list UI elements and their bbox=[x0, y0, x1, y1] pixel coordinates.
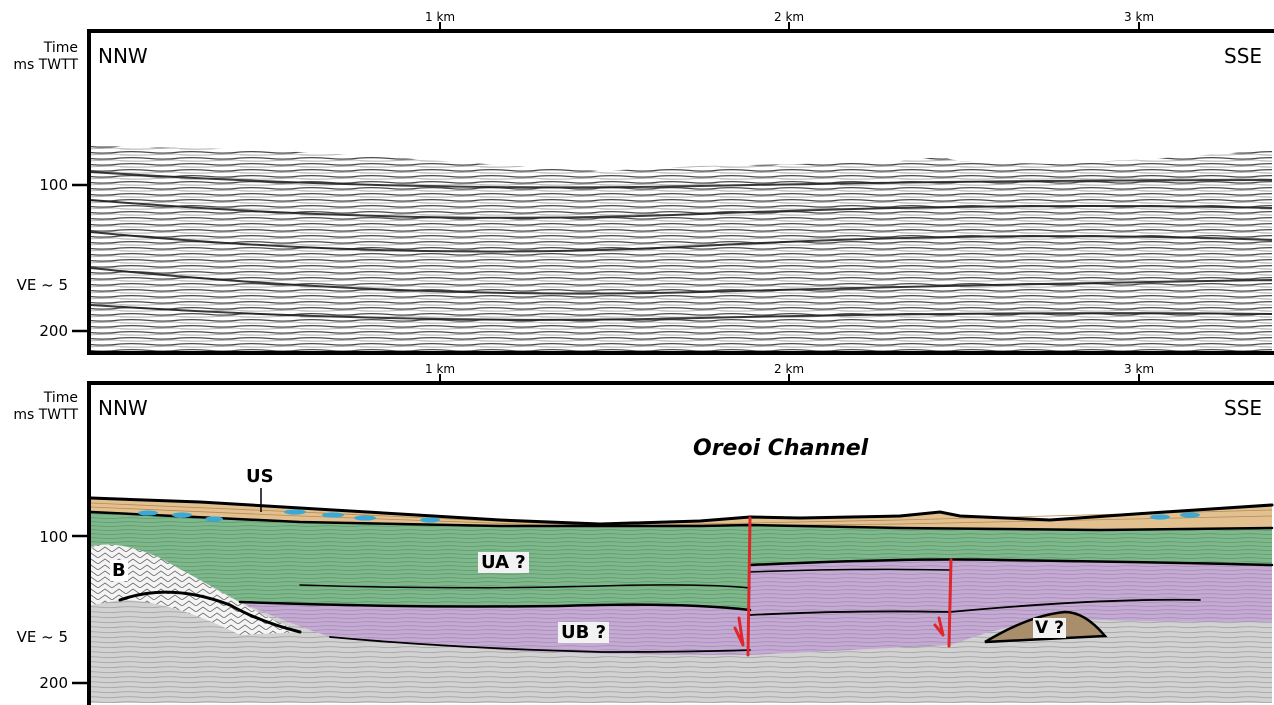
interpreted-profile-panel: Time ms TWTT 100 VE ~ 5 200 1 km 2 km 3 … bbox=[0, 360, 1274, 705]
ua-base-horizon-west bbox=[238, 600, 752, 612]
ua-internal-horizon bbox=[299, 584, 751, 589]
unit-label-ua: UA ? bbox=[478, 552, 529, 573]
seismic-section-a bbox=[72, 22, 1274, 355]
seismic-section-b bbox=[72, 374, 1274, 705]
gas-symbols bbox=[138, 509, 1200, 523]
uninterpreted-profile-panel: Time ms TWTT 100 VE ~ 5 200 1 km 2 km 3 … bbox=[0, 10, 1274, 355]
tick-label-200: 200 bbox=[39, 322, 68, 340]
basement-high-b bbox=[91, 538, 300, 635]
direction-label-sse: SSE bbox=[1224, 44, 1263, 68]
channel-name: Oreoi Channel bbox=[693, 436, 869, 461]
tick-label-100: 100 bbox=[39, 528, 68, 546]
direction-label-sse: SSE bbox=[1224, 396, 1263, 420]
time-axis-title-line2: ms TWTT bbox=[13, 407, 78, 423]
direction-label-nnw: NNW bbox=[98, 44, 148, 68]
distance-label-3km: 3 km bbox=[1124, 362, 1155, 376]
vertical-exaggeration-label: VE ~ 5 bbox=[16, 628, 68, 646]
tick-label-100: 100 bbox=[39, 176, 68, 194]
unit-label-b: B bbox=[110, 560, 128, 581]
unit-label-us: US bbox=[246, 466, 274, 487]
unit-ub bbox=[240, 559, 1272, 655]
vertical-exaggeration-label: VE ~ 5 bbox=[16, 276, 68, 294]
ua-base-horizon-east bbox=[748, 558, 1274, 567]
distance-label-2km: 2 km bbox=[774, 10, 805, 24]
us-base-horizon bbox=[89, 510, 1274, 532]
time-axis-title: Time ms TWTT bbox=[0, 40, 78, 74]
ua-internal-horizon-east bbox=[749, 568, 951, 573]
seismic-reflections bbox=[91, 146, 1272, 351]
tick-label-200: 200 bbox=[39, 674, 68, 692]
direction-label-nnw: NNW bbox=[98, 396, 148, 420]
time-axis-title-line2: ms TWTT bbox=[13, 57, 78, 73]
time-axis-title-line1: Time bbox=[43, 390, 78, 406]
fault-lines bbox=[733, 516, 953, 657]
basement-top-horizon bbox=[118, 590, 302, 634]
distance-label-1km: 1 km bbox=[425, 362, 456, 376]
distance-label-1km: 1 km bbox=[425, 10, 456, 24]
unit-label-ub: UB ? bbox=[558, 622, 610, 643]
distance-label-3km: 3 km bbox=[1124, 10, 1155, 24]
unit-ua bbox=[91, 512, 1272, 610]
unit-label-v: V ? bbox=[1033, 618, 1066, 638]
distance-label-2km: 2 km bbox=[774, 362, 805, 376]
ub-base-horizon-west bbox=[329, 636, 751, 653]
time-axis-title: Time ms TWTT bbox=[0, 390, 78, 424]
time-axis-title-line1: Time bbox=[43, 40, 78, 56]
